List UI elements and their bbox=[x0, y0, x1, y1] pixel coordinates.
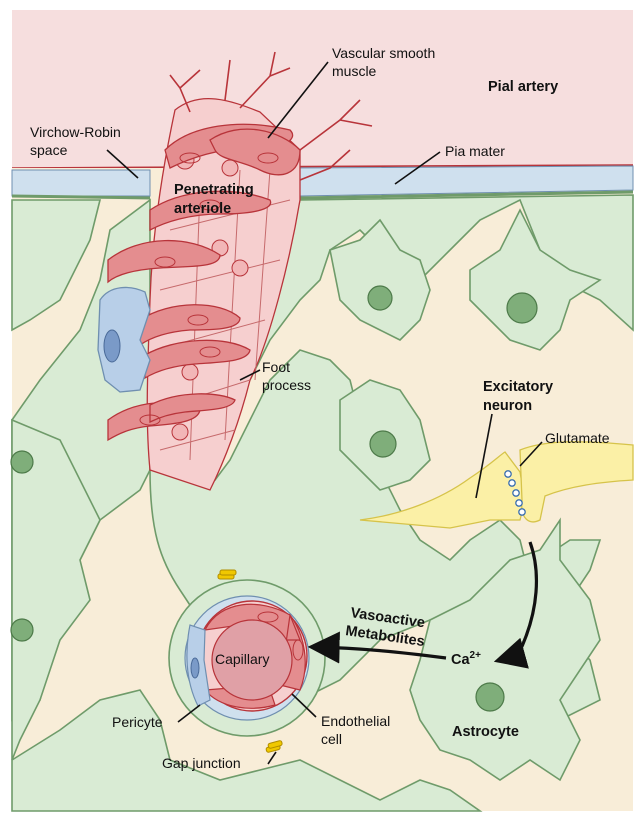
label-calcium-base: Ca bbox=[451, 652, 470, 668]
label-virchow-robin-line2: space bbox=[30, 142, 68, 158]
label-penetrating-arteriole: Penetrating bbox=[174, 182, 254, 198]
label-foot-process-line2: process bbox=[262, 377, 311, 393]
label-astrocyte: Astrocyte bbox=[452, 724, 519, 740]
label-vascular-smooth-muscle: Vascular smooth bbox=[332, 45, 435, 61]
label-pia-mater: Pia mater bbox=[445, 143, 505, 159]
label-excitatory-neuron-line2: neuron bbox=[483, 398, 532, 414]
endothelial-nucleus bbox=[182, 364, 198, 380]
label-gap-junction: Gap junction bbox=[162, 755, 241, 771]
nucleus bbox=[368, 286, 392, 310]
label-endothelial-cell-line2: cell bbox=[321, 731, 342, 747]
endothelial-nucleus bbox=[222, 160, 238, 176]
endothelial-nucleus bbox=[172, 424, 188, 440]
endothelial-nucleus bbox=[232, 260, 248, 276]
nucleus bbox=[370, 431, 396, 457]
nucleus bbox=[476, 683, 504, 711]
label-glutamate: Glutamate bbox=[545, 430, 610, 446]
label-calcium-sup: 2+ bbox=[470, 650, 482, 661]
pericyte-nucleus bbox=[104, 330, 120, 362]
label-penetrating-arteriole-line2: arteriole bbox=[174, 201, 231, 217]
label-pericyte: Pericyte bbox=[112, 714, 163, 730]
nucleus bbox=[507, 293, 537, 323]
label-capillary: Capillary bbox=[215, 651, 269, 667]
nucleus bbox=[11, 619, 33, 641]
label-foot-process: Foot bbox=[262, 359, 290, 375]
label-excitatory-neuron: Excitatory bbox=[483, 379, 553, 395]
label-endothelial-cell: Endothelial bbox=[321, 713, 390, 729]
label-vascular-smooth-muscle-line2: muscle bbox=[332, 63, 377, 79]
label-virchow-robin: Virchow-Robin bbox=[30, 124, 121, 140]
label-pial-artery: Pial artery bbox=[488, 79, 558, 95]
nucleus bbox=[11, 451, 33, 473]
capillary-pericyte-nucleus bbox=[191, 658, 199, 678]
